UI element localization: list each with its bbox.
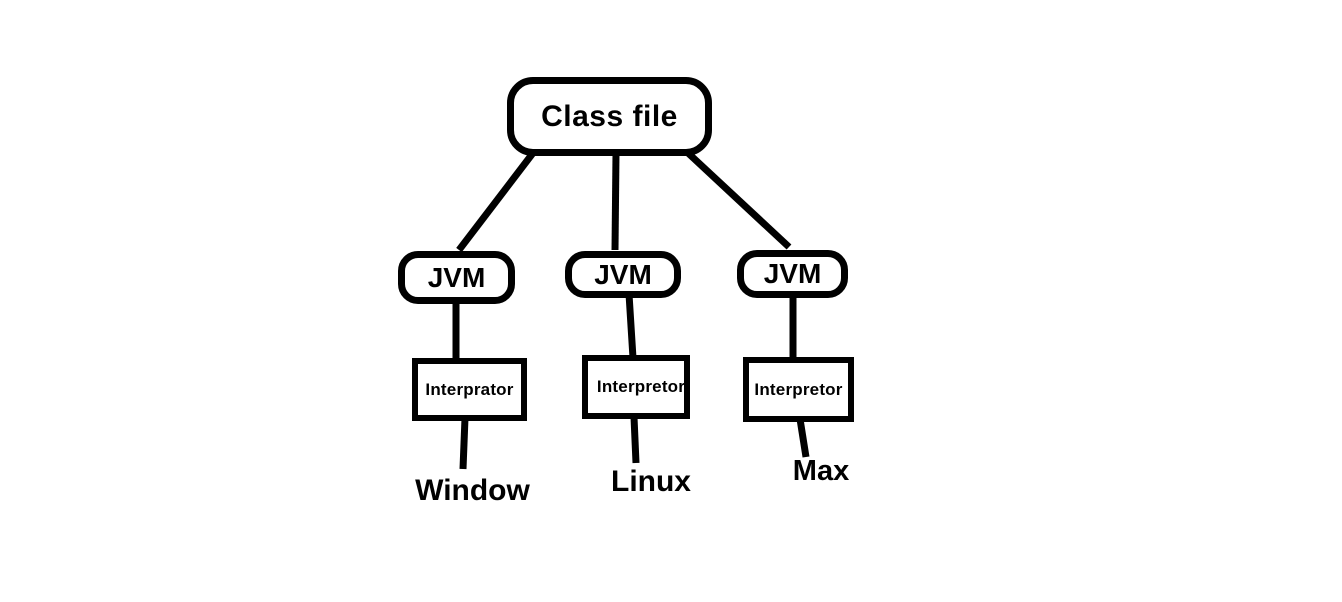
os-label-max: Max — [792, 455, 850, 487]
edge-interpreter3-max — [796, 418, 810, 458]
jvm-node-3: JVM — [737, 250, 848, 298]
os-label-linux: Linux — [611, 465, 691, 498]
edge-classfile-jvm3 — [685, 150, 792, 250]
edge-jvm2-interpreter2 — [625, 293, 637, 359]
edge-classfile-jvm1 — [456, 150, 536, 253]
interpreter-node-1: Interprator — [412, 358, 527, 421]
os-label-window: Window — [415, 474, 530, 507]
edge-interpreter2-linux — [630, 416, 640, 464]
jvm-node-2: JVM — [565, 251, 681, 298]
edge-interpreter1-window — [459, 417, 469, 470]
interpreter-node-3: Interpretor — [743, 357, 854, 422]
jvm-node-1: JVM — [398, 251, 515, 304]
edge-classfile-jvm2 — [611, 152, 620, 251]
class-file-node: Class file — [507, 77, 712, 156]
interpreter-node-2: Interpretor — [582, 355, 690, 419]
